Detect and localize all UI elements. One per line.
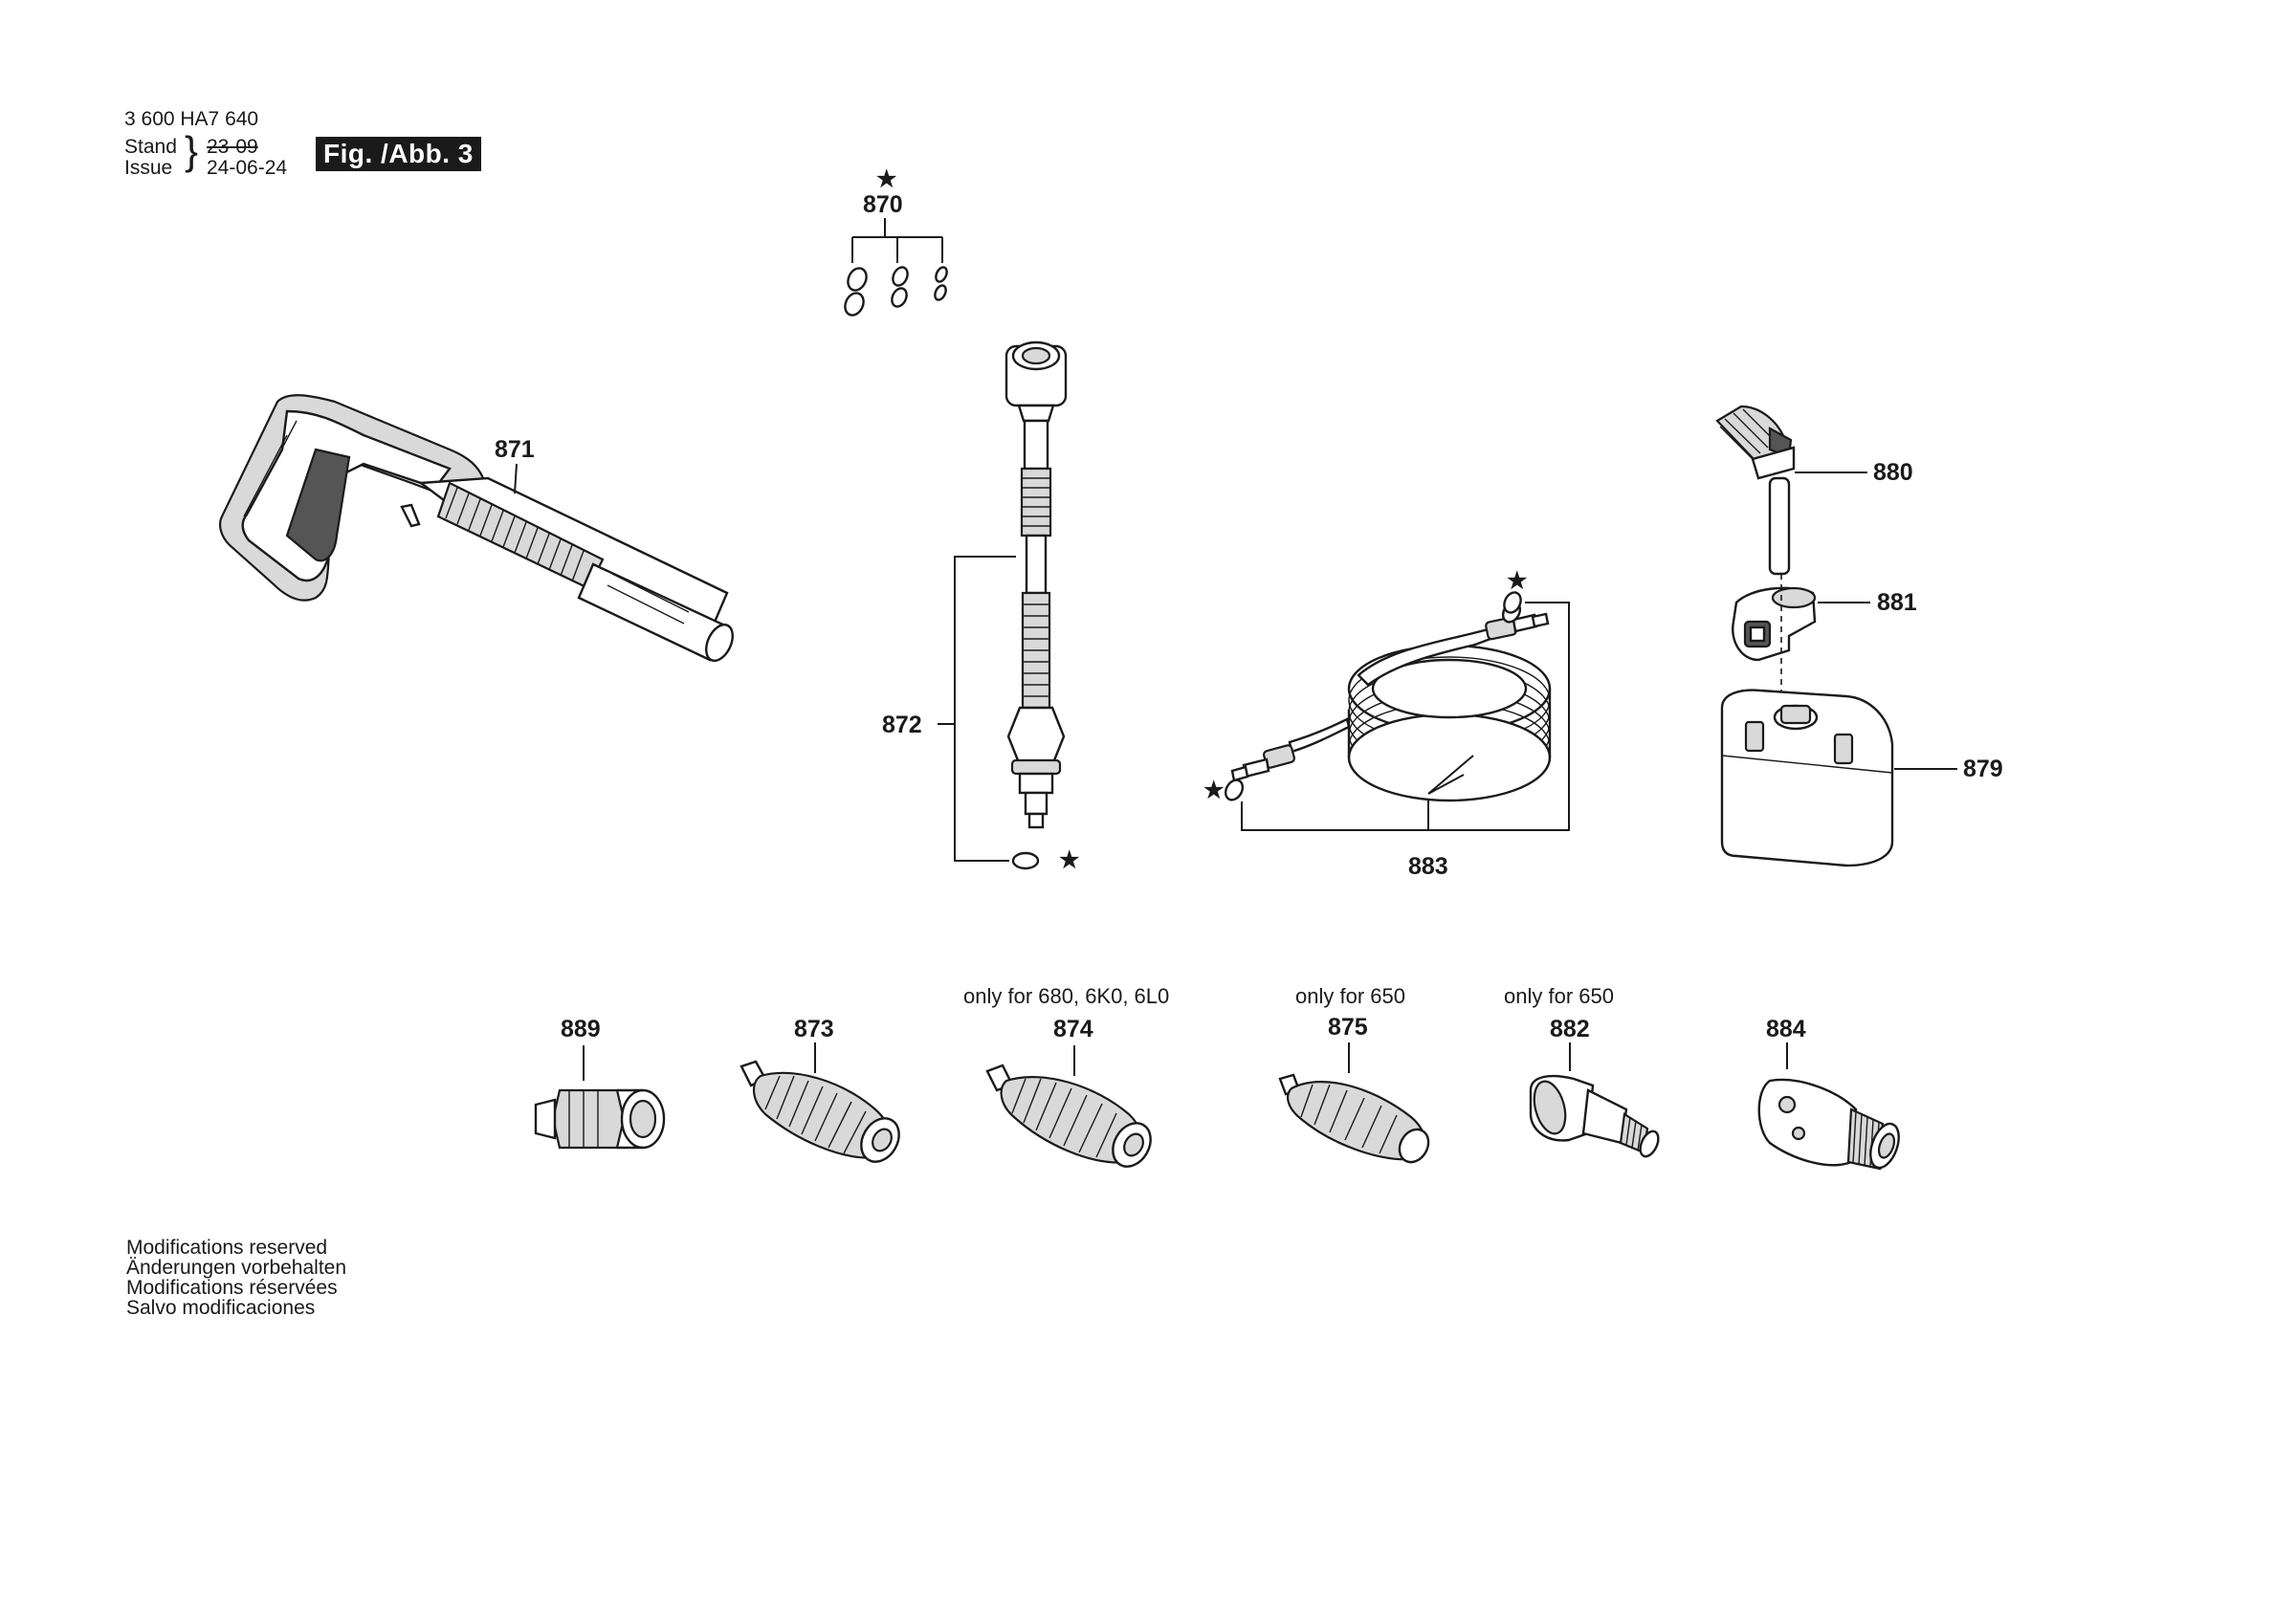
o-ring-set-870 (844, 218, 948, 317)
note-874: only for 680, 6K0, 6L0 (963, 984, 1170, 1008)
nozzle-873 (740, 1042, 900, 1163)
note-875: only for 650 (1295, 984, 1405, 1008)
adapter-882 (1529, 1042, 1660, 1158)
part-label-871: 871 (495, 436, 535, 463)
detergent-tank-879 (1715, 405, 1957, 867)
part-label-881: 881 (1877, 589, 1917, 616)
part-label-873: 873 (794, 1016, 834, 1042)
part-label-875: 875 (1328, 1014, 1368, 1041)
part-label-882: 882 (1550, 1016, 1590, 1042)
note-882: only for 650 (1504, 984, 1614, 1008)
part-label-872: 872 (882, 712, 922, 738)
part-label-884: 884 (1766, 1016, 1806, 1042)
star-icon: ★ (1059, 847, 1080, 873)
adapter-889 (534, 1045, 666, 1150)
star-icon: ★ (876, 166, 897, 192)
part-label-870: 870 (863, 191, 903, 218)
figure-label: Fig. /Abb. 3 (316, 137, 481, 171)
hose-883 (1224, 591, 1570, 831)
footer-line-fr: Modifications réservées (126, 1277, 338, 1299)
star-icon: ★ (1507, 568, 1528, 594)
footer-line-en: Modifications reserved (126, 1237, 328, 1259)
part-label-880: 880 (1873, 459, 1913, 486)
coupling-884 (1757, 1042, 1900, 1171)
lance-872 (938, 340, 1068, 870)
star-icon: ★ (1203, 778, 1225, 803)
part-label-883: 883 (1408, 853, 1448, 880)
part-label-889: 889 (561, 1016, 601, 1042)
footer-line-de: Änderungen vorbehalten (126, 1257, 347, 1279)
document-number: 3 600 HA7 640 (124, 108, 259, 130)
footer-notice: Modifications reserved Änderungen vorbeh… (126, 1238, 346, 1318)
issue-label: Issue (124, 157, 173, 179)
stand-label: Stand (124, 136, 177, 158)
nozzle-874 (985, 1045, 1152, 1168)
footer-line-es: Salvo modificaciones (126, 1297, 316, 1319)
spray-gun-871 (219, 394, 734, 663)
part-label-879: 879 (1963, 756, 2003, 782)
nozzle-875 (1278, 1042, 1430, 1164)
stand-date: 23-09 (207, 136, 258, 158)
part-label-874: 874 (1053, 1016, 1093, 1042)
issue-date: 24-06-24 (207, 157, 288, 179)
brace-icon: } (185, 128, 199, 173)
